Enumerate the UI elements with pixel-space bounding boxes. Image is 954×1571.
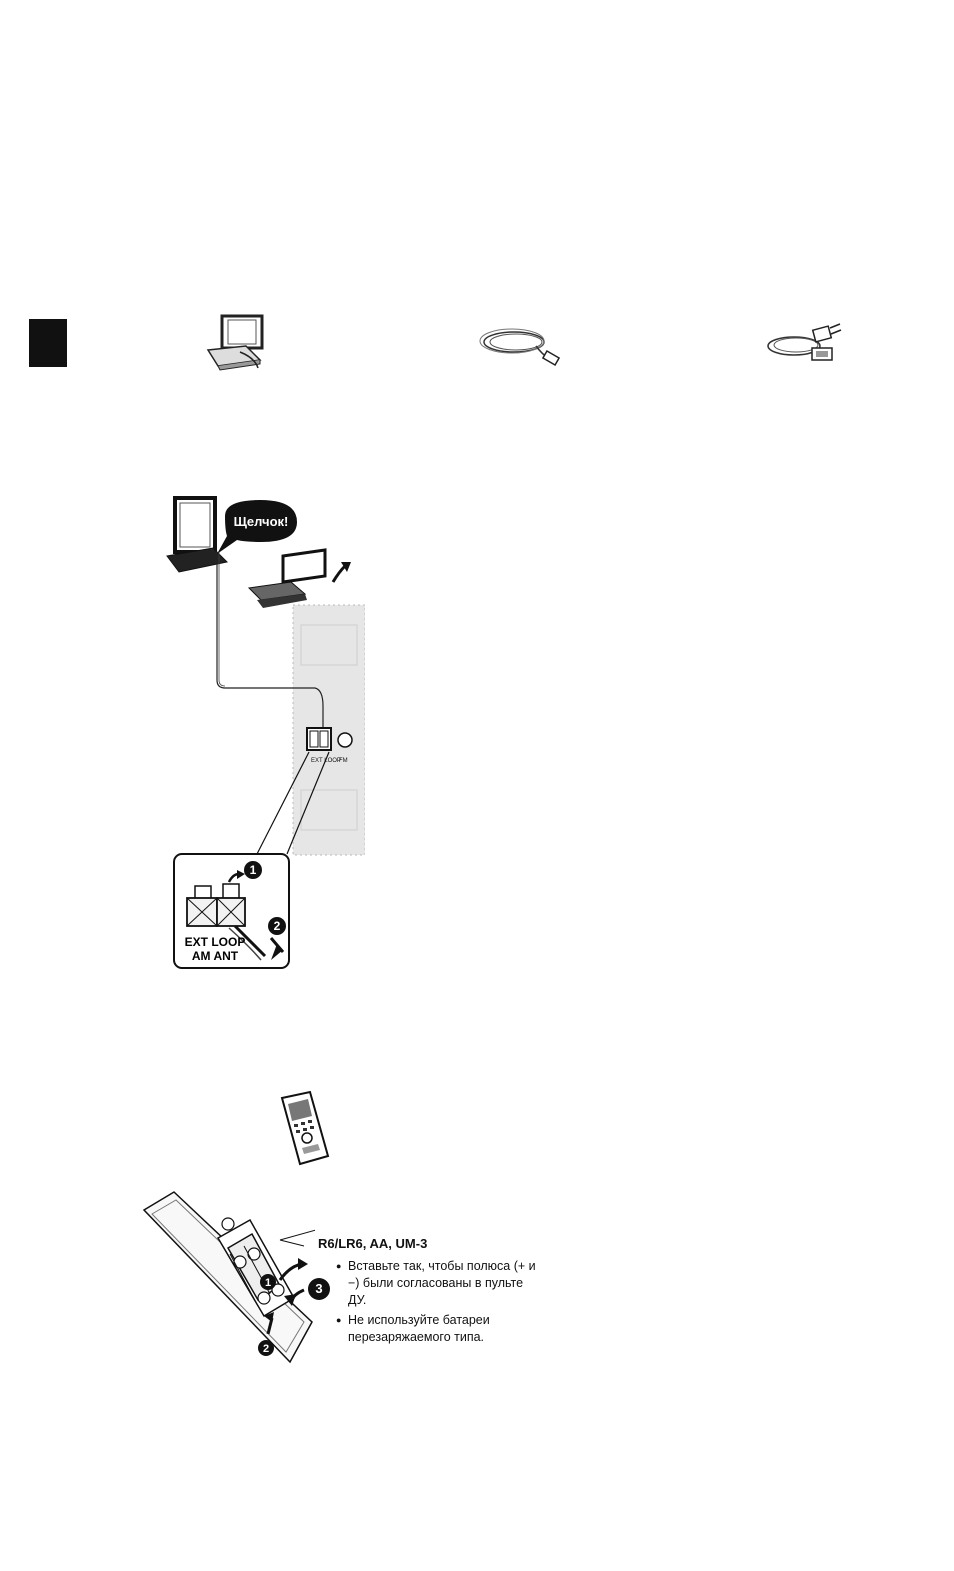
battery-insertion-figure: 1 2 [140,1190,315,1370]
section-tab [29,319,67,367]
battery-step-3-badge: 3 [308,1278,330,1300]
battery-notes: Вставьте так, чтобы полюса (+ и −) были … [336,1258,536,1349]
battery-type-label: R6/LR6, AA, UM-3 [318,1236,427,1251]
antenna-connection-figure: Щелчок! EXT LOOP FM 1 [165,490,365,975]
click-callout: Щелчок! [234,514,289,529]
svg-text:FM: FM [339,758,348,764]
remote-control-image [274,1090,334,1168]
terminal-label-line2: AM ANT [192,949,239,963]
fm-indoor-antenna-image [476,318,566,370]
battery-step-2-badge: 2 [263,1343,269,1355]
battery-step-1-badge: 1 [265,1277,271,1289]
am-loop-antenna-image [200,312,280,378]
battery-note-polarity: Вставьте так, чтобы полюса (+ и −) были … [336,1258,536,1309]
ac-mains-lead-image [762,318,852,370]
battery-note-rechargeable: Не используйте батареи перезаряжаемого т… [336,1312,536,1346]
step-2-badge: 2 [274,919,281,933]
step-1-badge: 1 [250,863,257,877]
terminal-label-line1: EXT LOOP [185,935,246,949]
